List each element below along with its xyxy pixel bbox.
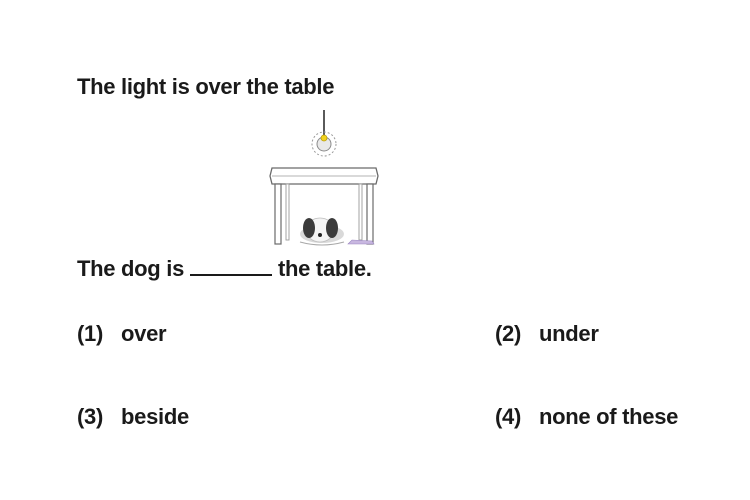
option-1[interactable]: (1) over [77, 321, 167, 347]
option-label: beside [121, 404, 189, 429]
light-bulb-icon [311, 110, 337, 157]
option-2[interactable]: (2) under [495, 321, 599, 347]
option-label: over [121, 321, 167, 346]
question-sentence: The dog is the table. [77, 256, 372, 282]
option-4[interactable]: (4) none of these [495, 404, 678, 430]
answer-blank [190, 256, 273, 276]
question-after-blank: the table. [278, 256, 372, 281]
dog-icon [299, 217, 375, 246]
illustration [269, 110, 379, 246]
option-label: none of these [539, 404, 679, 429]
option-number: (1) [77, 321, 103, 346]
option-number: (3) [77, 404, 103, 429]
premise-sentence: The light is over the table [77, 74, 335, 99]
option-3[interactable]: (3) beside [77, 404, 189, 430]
question-before-blank: The dog is [77, 256, 185, 281]
option-label: under [539, 321, 599, 346]
option-number: (4) [495, 404, 521, 429]
option-number: (2) [495, 321, 521, 346]
